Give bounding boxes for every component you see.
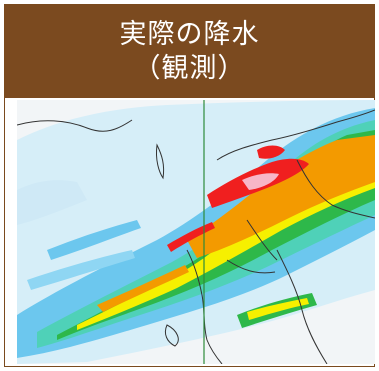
island-goto bbox=[164, 324, 179, 347]
orange-rain-area bbox=[187, 135, 375, 258]
title-line-1: 実際の降水 bbox=[119, 18, 260, 50]
coastline-korea bbox=[17, 119, 133, 132]
light-rain-band-west bbox=[17, 180, 87, 225]
island-tsushima bbox=[156, 143, 165, 180]
yellow-rain-band-south bbox=[247, 298, 309, 320]
orange-rain-band-west bbox=[97, 265, 189, 312]
blue-rain-streak-1 bbox=[47, 220, 141, 260]
prefecture-border-1 bbox=[226, 259, 276, 274]
red-rain-spot-north bbox=[257, 145, 285, 159]
prefecture-border-3 bbox=[296, 159, 375, 219]
coastlines bbox=[17, 109, 375, 364]
red-rain-band-center bbox=[167, 222, 215, 252]
radar-map-svg bbox=[17, 100, 375, 364]
coastline-north bbox=[216, 109, 375, 161]
coastline-kyushu-east bbox=[276, 249, 328, 364]
precipitation-radar-map bbox=[17, 100, 375, 364]
panel-header: 実際の降水 （観測） bbox=[5, 5, 374, 98]
title-line-2: （観測） bbox=[133, 52, 246, 84]
blue-rain-streak-2 bbox=[27, 250, 135, 290]
pink-rain-area bbox=[242, 173, 279, 190]
prefecture-border-2 bbox=[246, 219, 278, 261]
observed-precipitation-panel: 実際の降水 （観測） bbox=[4, 4, 375, 367]
